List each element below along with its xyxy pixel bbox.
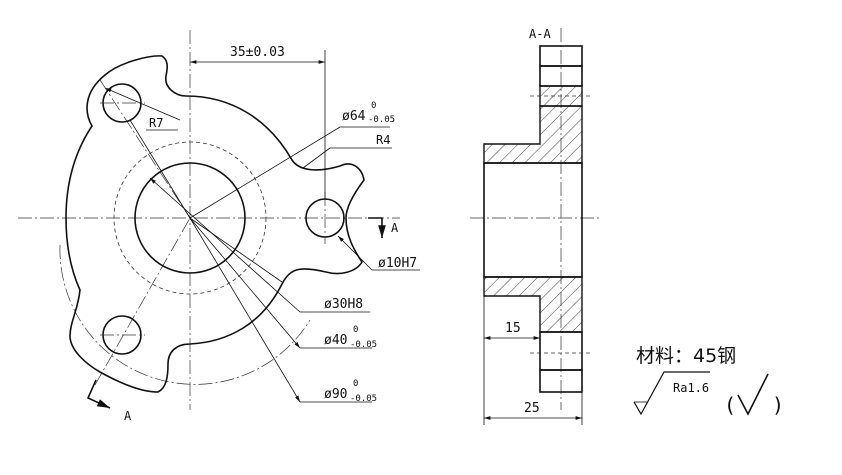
dim-phi64-tol-upper: 0 — [371, 101, 376, 111]
material-note: 材料：45钢 — [636, 345, 736, 367]
section-mark-right — [368, 217, 386, 238]
section-mark-right-label: A — [391, 221, 399, 235]
dim-15-text: 15 — [505, 321, 521, 336]
pitch-circle — [113, 141, 267, 295]
dim-phi10-text: ø10H7 — [378, 256, 417, 271]
roughness-value: Ra1.6 — [673, 381, 709, 395]
phi10-leader — [337, 235, 373, 271]
roughness-symbol — [633, 371, 710, 416]
dim-phi64-text: ø64 — [342, 109, 366, 124]
lower-section-hatch — [483, 276, 583, 333]
section-mark-left-label: A — [124, 409, 132, 423]
dim-phi30-text: ø30H8 — [324, 297, 363, 312]
roughness-paren-close: ) — [772, 393, 784, 417]
phi40-leader — [189, 217, 301, 349]
section-mark-left — [86, 379, 111, 409]
upper-section-hatch — [483, 105, 583, 164]
flange-bottom-lower — [539, 369, 583, 393]
dim-phi90-text: ø90 — [324, 387, 347, 402]
dim-phi64-tol-lower: -0.05 — [368, 115, 395, 125]
dim-phi90-tol-lower: -0.05 — [350, 394, 377, 404]
r4-leader — [302, 147, 331, 169]
roughness-paren-open: ( — [724, 393, 736, 417]
dim-phi90-tol-upper: 0 — [353, 379, 358, 389]
center-leader-b — [129, 119, 191, 219]
front-view: A A 35±0.03 R7 ø64 0 -0.05 R4 ø10H7 ø30H… — [18, 30, 420, 423]
phi30-leader — [149, 177, 301, 313]
outer-arc-centerline — [59, 244, 311, 385]
phi64-leader — [189, 126, 341, 219]
section-title: A-A — [529, 27, 551, 41]
dim-r7-text: R7 — [149, 116, 163, 130]
upper-hole-centerline — [99, 79, 191, 219]
center-bore — [134, 162, 246, 274]
section-view: A-A 15 25 — [470, 27, 600, 425]
notes-block: 材料：45钢 Ra1.6 ( ) — [633, 345, 784, 417]
dim-phi40-text: ø40 — [324, 333, 347, 348]
center-leader-a — [189, 217, 283, 283]
phi90-leader — [189, 217, 301, 403]
dim-phi40-tol-upper: 0 — [353, 325, 358, 335]
bore-region — [483, 162, 583, 278]
dim-offset-text: 35±0.03 — [230, 45, 285, 60]
dim-25-text: 25 — [524, 401, 540, 416]
dim-r4-text: R4 — [376, 133, 390, 147]
r7-leader — [104, 87, 181, 121]
flange-outline — [65, 55, 365, 393]
dim-phi40-tol-lower: -0.05 — [350, 340, 377, 350]
lower-hole-centerline — [94, 217, 191, 386]
roughness-check-icon — [737, 373, 769, 416]
